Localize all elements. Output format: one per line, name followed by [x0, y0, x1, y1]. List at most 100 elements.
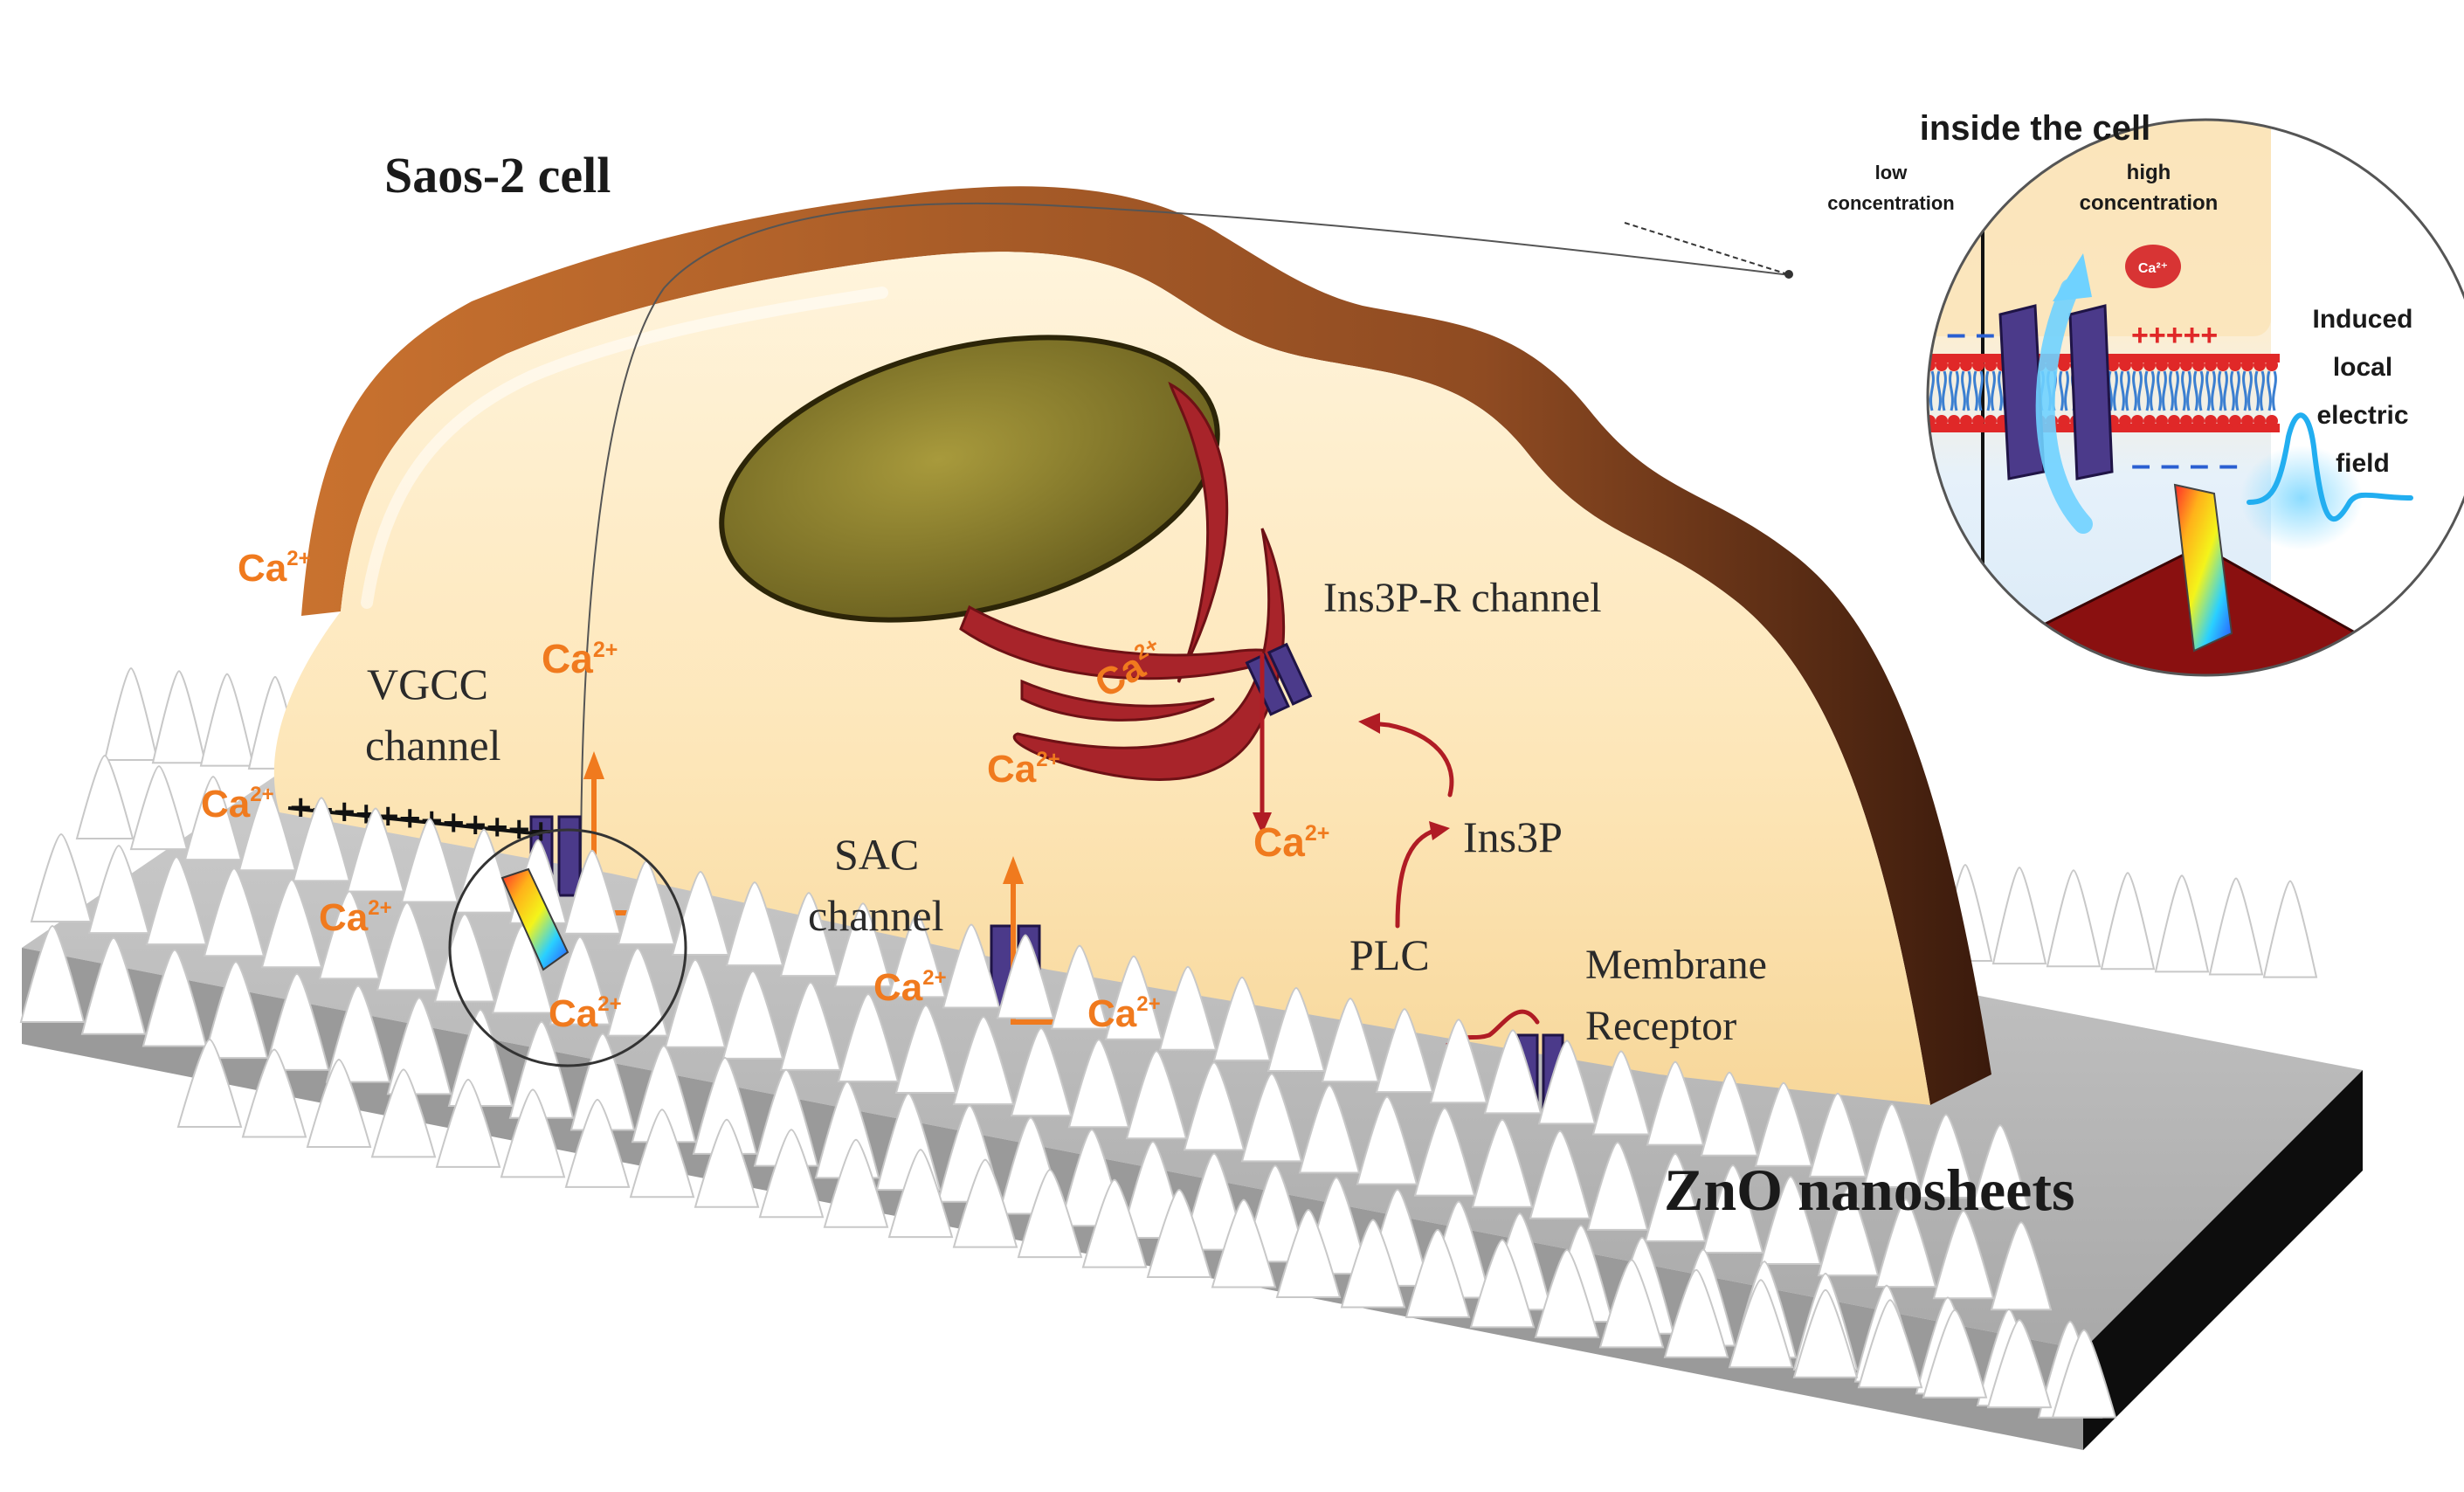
- nanosheet-spike: [671, 870, 730, 956]
- nanosheet-spike: [629, 1109, 695, 1198]
- ins3p-r-channel[interactable]: [1245, 642, 1313, 716]
- inset-high-line1: high: [2127, 161, 2171, 184]
- nanosheet-spike: [346, 807, 405, 893]
- cell-body: [273, 252, 1930, 1105]
- nanosheet-spike: [1792, 1288, 1859, 1378]
- inset-minus-left: – – – – – –: [1830, 314, 1995, 353]
- svg-text:Ca²⁺: Ca²⁺: [1867, 536, 1897, 551]
- nanosheet-spike: [692, 1056, 758, 1155]
- nanosheet-spike: [1081, 1178, 1148, 1268]
- sac-label-line1: SAC: [834, 830, 919, 879]
- nanosheet-spike: [1240, 1073, 1303, 1163]
- inset-channel-right: [2068, 304, 2114, 480]
- saos2-cell: [273, 186, 1991, 1105]
- nanosheet-spike: [569, 1033, 636, 1131]
- nanosheet-spike: [1211, 1198, 1277, 1288]
- nanosheet-spike: [508, 1020, 575, 1119]
- ins3p-r-label: Ins3P-R channel: [1323, 575, 1602, 621]
- inset-low-line1: low: [1875, 162, 1908, 183]
- nanosheet-spike: [1586, 1141, 1649, 1231]
- nanosheet-spike: [779, 892, 839, 977]
- nanosheet-spike: [491, 924, 554, 1014]
- nanosheet-spike: [376, 901, 438, 991]
- nanosheet-spike: [1817, 1187, 1880, 1277]
- nanosheet-spike: [318, 890, 381, 980]
- nanosheet-spike: [1321, 998, 1380, 1083]
- inset-plus-left: ++++++: [1830, 450, 1934, 483]
- nanosheet-spike: [447, 1009, 514, 1108]
- nanosheet-spike: [260, 879, 323, 969]
- nanosheet-spike: [1158, 965, 1218, 1051]
- inset-connector: [1624, 222, 1791, 276]
- vgcc-label-line1: VGCC: [367, 660, 488, 708]
- nanosheet-spike: [563, 849, 622, 935]
- svg-text:Ca²⁺: Ca²⁺: [2138, 261, 2168, 276]
- nanosheet-spike: [1990, 1221, 2053, 1311]
- nanosheet-spike: [1701, 1164, 1764, 1254]
- nanosheet-spike: [129, 765, 189, 851]
- vgcc-nanosheet: [500, 867, 569, 971]
- nanosheet-spike: [1267, 986, 1326, 1072]
- nanosheet-spike: [1356, 1095, 1418, 1185]
- nanosheet-spike: [564, 1098, 631, 1188]
- inset-ion-high-top: [2125, 245, 2181, 288]
- nanosheet-spike: [176, 1038, 243, 1128]
- nanosheet-spike: [779, 981, 842, 1071]
- calcium-ion-label: Ca2+: [549, 992, 622, 1035]
- nanosheet-spike: [1808, 1092, 1867, 1178]
- nanosheet-spike: [103, 667, 159, 761]
- nanosheet-spike: [833, 902, 893, 988]
- nanosheet-spike: [1922, 1309, 1988, 1399]
- nanosheet-spike: [2208, 877, 2264, 976]
- field-label-line1: Induced: [2312, 305, 2412, 334]
- nanosheet-spike: [996, 934, 1055, 1019]
- nanosheet-spike: [2046, 869, 2102, 968]
- cell-outline-line: [580, 202, 1791, 879]
- substrate-side-face: [2083, 1070, 2363, 1450]
- nanosheet-spike: [1104, 955, 1163, 1040]
- nanosheet-spike: [1146, 1189, 1212, 1279]
- nanosheet-spike: [400, 818, 459, 903]
- cell-rim: [301, 186, 1991, 1105]
- nanosheet-spike: [887, 913, 947, 998]
- nanosheet-spike: [30, 832, 93, 922]
- nanosheet-spike: [942, 923, 1001, 1009]
- nanosheet-spike: [306, 1058, 372, 1148]
- nanosheet-spike: [1598, 1259, 1665, 1349]
- nanosheet-spike: [1010, 1027, 1073, 1117]
- nanosheet-spike: [1298, 1084, 1361, 1174]
- substrate-label: ZnO nanosheets: [1664, 1157, 2074, 1223]
- nanosheet-spike: [2154, 874, 2210, 973]
- nanosheet-spike: [758, 1129, 825, 1219]
- nanosheet-spike: [1646, 1060, 1705, 1146]
- nanosheet-spike: [1728, 1279, 1794, 1369]
- nanosheet-spike: [1429, 1019, 1488, 1104]
- nanosheet-spike: [1700, 1071, 1759, 1157]
- nanosheet-spike: [1991, 867, 2047, 965]
- inset-nanosheet: [2173, 483, 2233, 653]
- nanosheet-spike: [238, 786, 297, 872]
- nanosheet-spike: [145, 856, 208, 946]
- nanosheet-spike: [694, 1118, 760, 1208]
- nucleus: [719, 335, 1220, 623]
- nanosheet-spike: [952, 1016, 1015, 1106]
- calcium-ion-label: Ca2+: [873, 966, 947, 1009]
- nanosheet-spike: [75, 754, 135, 839]
- nanosheet-spike: [1663, 1268, 1729, 1358]
- nanosheet-spike: [1862, 1102, 1922, 1188]
- vgcc-label-line2: channel: [365, 721, 500, 770]
- field-label-line3: electric: [2316, 401, 2408, 430]
- nanosheet-spike: [725, 881, 784, 967]
- plc-label: PLC: [1349, 930, 1430, 979]
- nanosheet-spike: [887, 1149, 954, 1239]
- inset-ion-low-bottom: [1856, 520, 1908, 563]
- nanosheet-spike: [1067, 1039, 1130, 1129]
- nanosheet-spike: [183, 776, 243, 861]
- nanosheet-spike: [952, 1158, 1018, 1248]
- nanosheet-spike: [837, 992, 900, 1082]
- nanosheet-spike: [1340, 1219, 1406, 1309]
- nanosheet-spike: [1971, 1124, 2030, 1210]
- nanosheet-spike: [433, 913, 496, 1003]
- nanosheet-spike: [894, 1005, 957, 1095]
